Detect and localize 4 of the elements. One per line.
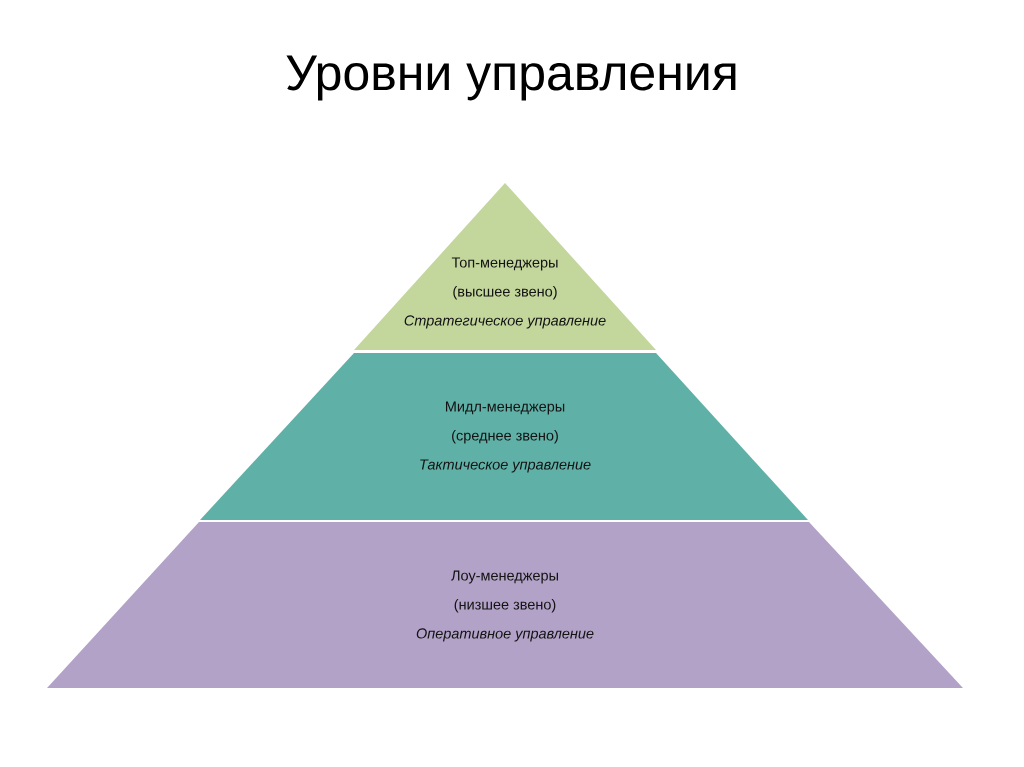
- pyramid-top-level: Топ-менеджеры (высшее звено) Стратегическое управление: [354, 183, 656, 350]
- pyramid-middle-level: Мидл-менеджеры (среднее звено) Тактическое управление: [200, 353, 808, 520]
- title: Уровни управления: [286, 55, 736, 101]
- pyramid-bottom-level: Лоу-менеджеры (низшее звено) Оперативное управление: [47, 522, 963, 688]
